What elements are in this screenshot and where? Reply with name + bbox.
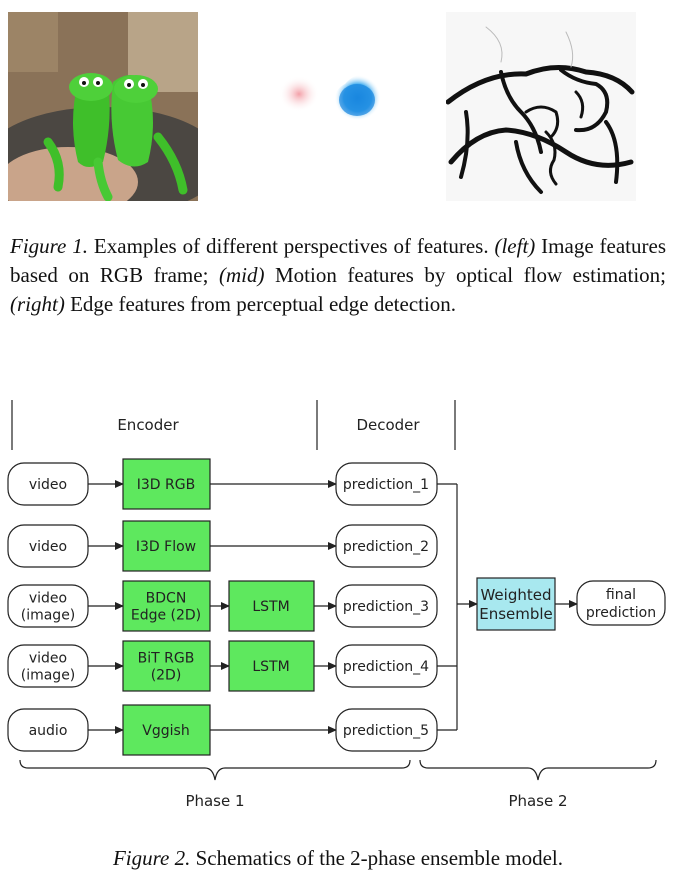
phase2-brace: [419, 759, 657, 781]
figure1-left-label: (left): [494, 234, 536, 258]
encoder-label-line1: I3D Flow: [136, 539, 196, 555]
encoder-label-line2: Edge (2D): [131, 608, 201, 624]
ensemble-label-line2: Ensemble: [479, 605, 553, 623]
figure1-caption: Figure 1. Examples of different perspect…: [10, 232, 666, 319]
phase2-label: Phase 2: [508, 792, 567, 810]
pipeline-row: video I3D RGB prediction_1: [7, 458, 438, 510]
lstm-label: LSTM: [252, 659, 289, 675]
phase1-label: Phase 1: [185, 792, 244, 810]
decoder-header: Decoder: [356, 416, 420, 434]
figure2-label: Figure 2.: [112, 846, 191, 870]
encoder-label-line1: I3D RGB: [137, 477, 195, 493]
rgb-frame-image: [8, 12, 198, 201]
figure1-text-d: Edge features from perceptual edge detec…: [64, 292, 457, 316]
input-label-line1: video: [29, 539, 67, 555]
prediction-label: prediction_5: [343, 723, 429, 739]
encoder-label-line2: (2D): [151, 668, 182, 684]
input-label-line2: (image): [21, 668, 76, 684]
input-label-line2: (image): [21, 608, 76, 624]
encoder-box: [122, 640, 211, 692]
prediction-label: prediction_4: [343, 659, 429, 675]
figure1-text-c: Motion features by optical flow estimati…: [264, 263, 666, 287]
encoder-header: Encoder: [117, 416, 179, 434]
input-label-line1: video: [29, 651, 67, 667]
final-label-line2: prediction: [586, 605, 656, 621]
input-label-line1: audio: [29, 723, 68, 739]
pipeline-row: video(image) BiT RGB(2D) LSTM prediction_4: [7, 640, 438, 692]
pipeline-row: audio Vggish prediction_5: [7, 704, 438, 756]
figure1-text-a: Examples of different perspectives of fe…: [88, 234, 495, 258]
prediction-label: prediction_2: [343, 539, 429, 555]
final-label-line1: final: [606, 587, 636, 603]
ensemble-schematic: Encoder Decoder video I3D RGB prediction_1…: [7, 400, 666, 810]
encoder-box: [122, 458, 211, 510]
lstm-box: [228, 580, 315, 632]
prediction-label: prediction_1: [343, 477, 429, 493]
phase1-brace: [19, 759, 411, 781]
pipeline-row: video I3D Flow prediction_2: [7, 520, 438, 572]
figure1-right-label: (right): [10, 292, 65, 316]
figure1-text-b: Image features based on RGB frame;: [10, 234, 666, 287]
prediction-box: [335, 584, 438, 628]
encoder-label-line1: BiT RGB: [138, 651, 195, 667]
figure1-label: Figure 1.: [10, 234, 89, 258]
input-label-line1: video: [29, 591, 67, 607]
encoder-label-line1: Vggish: [142, 723, 189, 739]
encoder-box: [122, 520, 211, 572]
figure2-text: Schematics of the 2-phase ensemble model…: [190, 846, 564, 870]
optical-flow-image: [227, 12, 417, 201]
lstm-label: LSTM: [252, 599, 289, 615]
prediction-box: [335, 524, 438, 568]
prediction-label: prediction_3: [343, 599, 429, 615]
encoder-label-line1: BDCN: [146, 591, 187, 607]
figure1-mid-label: (mid): [218, 263, 265, 287]
input-label-line1: video: [29, 477, 67, 493]
edge-map-image: [446, 12, 636, 201]
ensemble-label-line1: Weighted: [480, 586, 551, 604]
final-prediction-box: [576, 580, 666, 626]
figure2-caption: Figure 2. Schematics of the 2-phase ense…: [0, 846, 676, 871]
lstm-box: [228, 640, 315, 692]
